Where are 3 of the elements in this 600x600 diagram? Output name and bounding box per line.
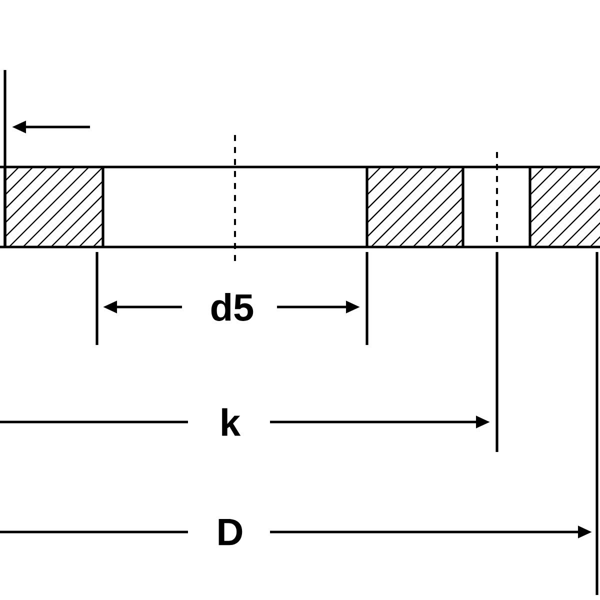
dimension-label: k xyxy=(222,408,241,436)
dimension-label: d5 xyxy=(211,293,254,321)
dimension-label: D xyxy=(218,518,242,546)
